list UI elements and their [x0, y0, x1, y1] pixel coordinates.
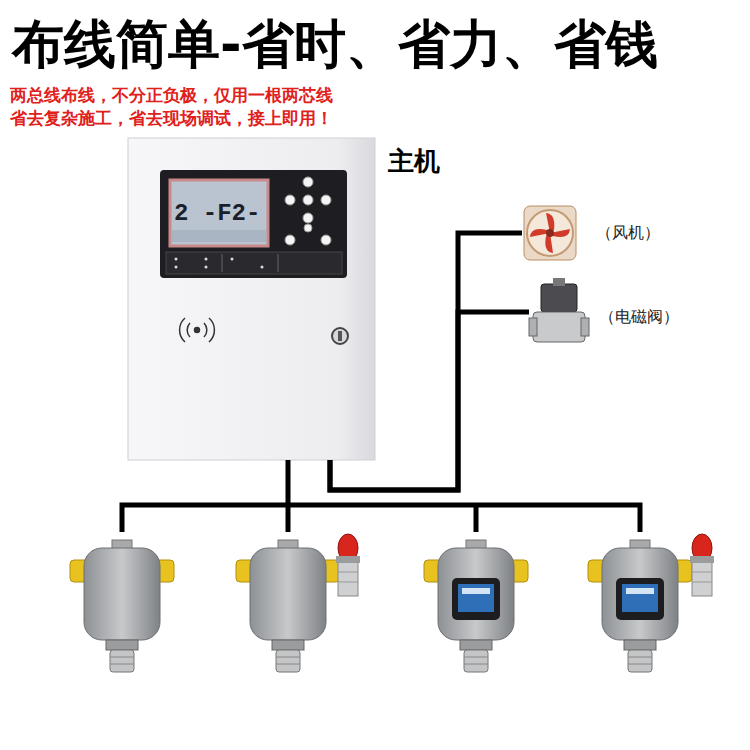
connector-wire	[330, 312, 529, 490]
title: 布线简单-省时、省力、省钱	[12, 10, 658, 80]
connector-wire	[330, 233, 522, 490]
note-text: 两总线布线，不分正负极，仅用一根两芯线	[10, 84, 333, 107]
node-label: （电磁阀）	[599, 307, 679, 328]
lcd-readout: 2 -F2-	[174, 200, 260, 227]
controller-unit: 主机	[128, 138, 375, 460]
valve-unit: （电磁阀）	[529, 280, 591, 344]
fan-unit: （风机）	[522, 203, 578, 263]
node-label: （风机）	[596, 223, 660, 244]
node-label: 主机	[388, 144, 440, 179]
note-text: 省去复杂施工，省去现场调试，接上即用！	[10, 107, 333, 130]
